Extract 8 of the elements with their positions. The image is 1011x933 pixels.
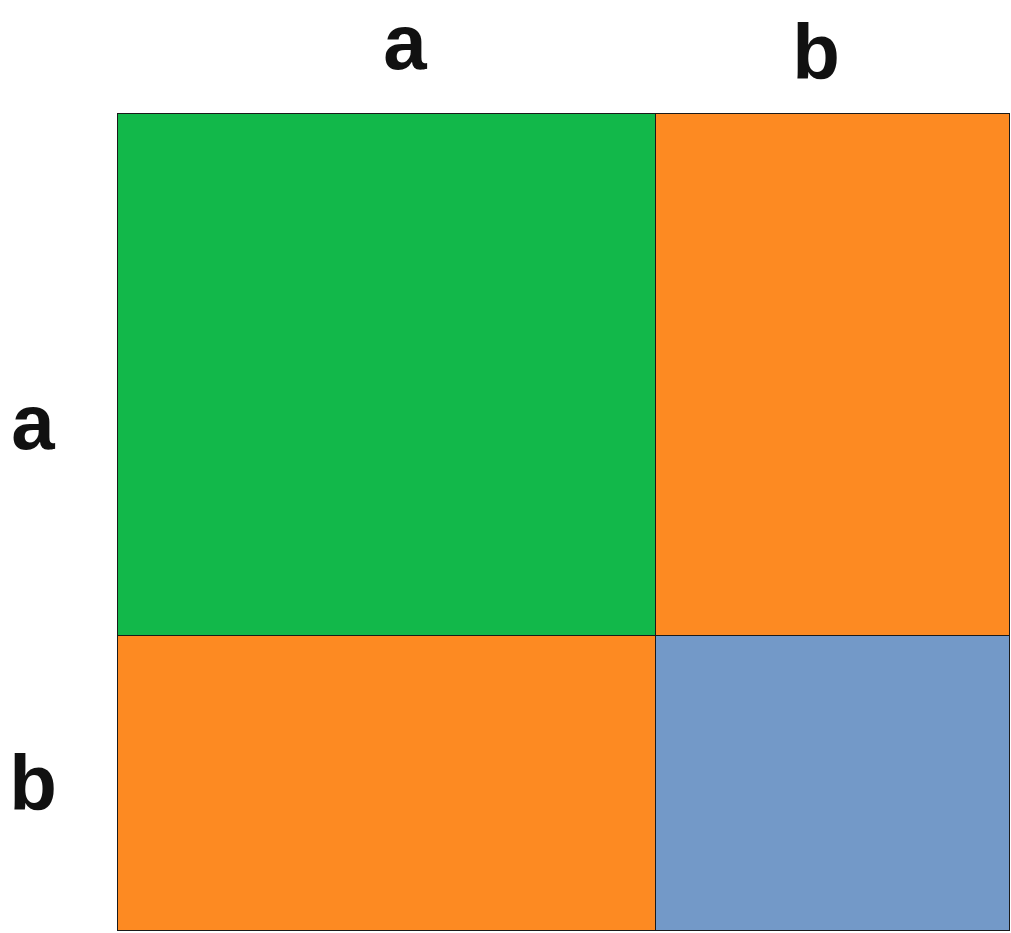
column-header: b xyxy=(792,13,840,91)
column-header: a xyxy=(383,3,427,81)
row-header: a xyxy=(11,383,55,461)
colored-box xyxy=(117,635,656,931)
row-header: b xyxy=(9,744,57,822)
colored-box xyxy=(655,113,1010,636)
colored-box xyxy=(117,113,656,636)
colored-box xyxy=(655,635,1010,931)
